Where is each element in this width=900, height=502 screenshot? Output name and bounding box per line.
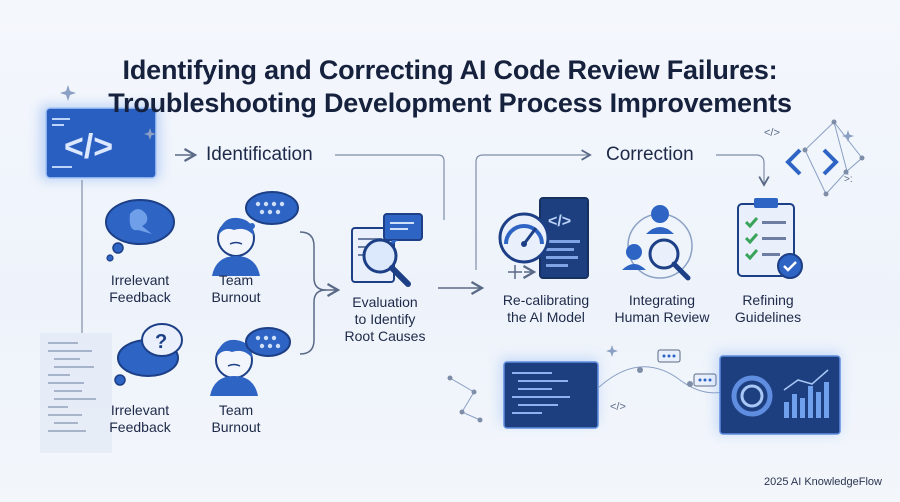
- team-burnout-label: Team Burnout: [211, 402, 261, 435]
- dashboard-chart-icon: [716, 352, 841, 435]
- stressed-person-icon: [210, 327, 291, 396]
- human-review-icon: [622, 205, 693, 281]
- question-bubble-icon: ?: [114, 323, 183, 386]
- svg-text:?: ?: [155, 331, 167, 353]
- correction-heading: Correction: [606, 144, 694, 165]
- title-line-1: Identifying and Correcting AI Code Revie…: [122, 55, 778, 85]
- svg-text:</>: </>: [764, 127, 780, 139]
- identification-heading: Identification: [206, 144, 313, 165]
- refining-guidelines-label: Refining Guidelines: [734, 292, 802, 325]
- network-code-icon: </> >:: [764, 119, 865, 197]
- footer-credit: 2025 AI KnowledgeFlow: [763, 476, 882, 488]
- gauge-code-icon: </>: [498, 197, 589, 279]
- title-line-2: Troubleshooting Development Process Impr…: [108, 88, 792, 118]
- svg-text:</>: </>: [64, 128, 113, 166]
- svg-text:</>: </>: [610, 401, 626, 413]
- thought-bubble-icon: [105, 199, 175, 262]
- stressed-person-icon: [212, 191, 299, 276]
- chat-bubble-icon: </>: [610, 349, 717, 413]
- code-panel-icon: [500, 358, 599, 429]
- irrelevant-feedback-label: Irrelevant Feedback: [109, 402, 171, 435]
- code-panel-icon: </>: [40, 105, 160, 180]
- svg-text:>:: >:: [844, 174, 853, 185]
- evaluation-label: Evaluation to Identify Root Causes: [344, 294, 426, 344]
- sparkle-icon: [60, 85, 854, 357]
- team-burnout-label: Team Burnout: [211, 272, 261, 305]
- magnifier-document-icon: [351, 213, 423, 287]
- recalibrate-model-label: Re-calibrating the AI Model: [502, 292, 590, 325]
- irrelevant-feedback-label: Irrelevant Feedback: [109, 272, 171, 305]
- clipboard-checklist-icon: [737, 198, 803, 279]
- svg-text:</>: </>: [548, 213, 571, 230]
- page-title: Identifying and Correcting AI Code Revie…: [0, 54, 900, 120]
- human-review-label: Integrating Human Review: [614, 292, 710, 325]
- code-panel-icon: [40, 333, 112, 453]
